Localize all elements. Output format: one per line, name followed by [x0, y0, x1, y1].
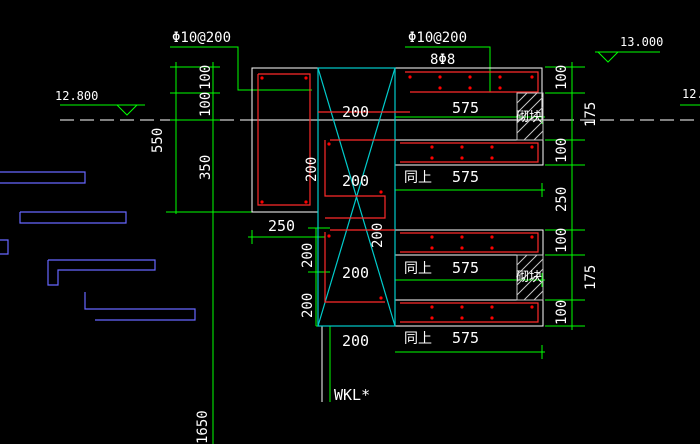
- dim-575-row3: 575: [452, 259, 479, 277]
- dim-575-row4: 575: [452, 329, 479, 347]
- blue-profile-lines: [0, 171, 196, 321]
- dim-left-350: 350: [198, 155, 214, 180]
- same-label-row3: 同上: [404, 261, 432, 277]
- dim-col-200-mid: 200: [370, 223, 386, 248]
- dim-col-200-upper: 200: [304, 157, 320, 182]
- same-label-row4: 同上: [404, 331, 432, 347]
- elevation-edge: 12.: [682, 87, 700, 101]
- dim-575-row2: 575: [452, 168, 479, 186]
- masonry-label-upper: 砌块: [516, 110, 542, 125]
- dim-250-bottom-left: 250: [268, 217, 295, 235]
- dim-right-175-a: 175: [583, 102, 599, 127]
- dim-left-200-upper: 200: [300, 243, 316, 268]
- dim-right-250: 250: [554, 187, 570, 212]
- dim-right-100-d: 100: [554, 300, 570, 325]
- dim-200-row2: 200: [342, 172, 369, 190]
- dim-200-row4: 200: [342, 332, 369, 350]
- dim-575-row1: 575: [452, 99, 479, 117]
- dim-left-550: 550: [150, 128, 166, 153]
- beam-label: WKL*: [334, 386, 370, 404]
- dim-right-100-c: 100: [554, 228, 570, 253]
- dim-left-1650: 1650: [195, 410, 211, 444]
- masonry-hatch: [516, 92, 544, 301]
- dim-left-200-lower: 200: [300, 293, 316, 318]
- rebar-label-left: Φ10@200: [172, 30, 231, 46]
- dim-left-100-top: 100: [198, 65, 214, 90]
- elevation-right: 13.000: [620, 35, 663, 49]
- dim-left-100-bottom: 100: [198, 92, 214, 117]
- dim-right-100-b: 100: [554, 138, 570, 163]
- rebar-lines: [257, 71, 539, 323]
- beam-wkl: [317, 67, 396, 327]
- dim-right-100-a: 100: [554, 65, 570, 90]
- masonry-label-lower: 砌块: [516, 270, 542, 285]
- same-label-row2: 同上: [404, 170, 432, 186]
- rebar-count-label: 8Φ8: [430, 52, 455, 68]
- elevation-left: 12.800: [55, 89, 98, 103]
- rebar-label-top: Φ10@200: [408, 30, 467, 46]
- dim-right-175-b: 175: [583, 265, 599, 290]
- rebar-dots: [260, 75, 534, 320]
- dim-200-row1: 200: [342, 103, 369, 121]
- dim-200-row3: 200: [342, 264, 369, 282]
